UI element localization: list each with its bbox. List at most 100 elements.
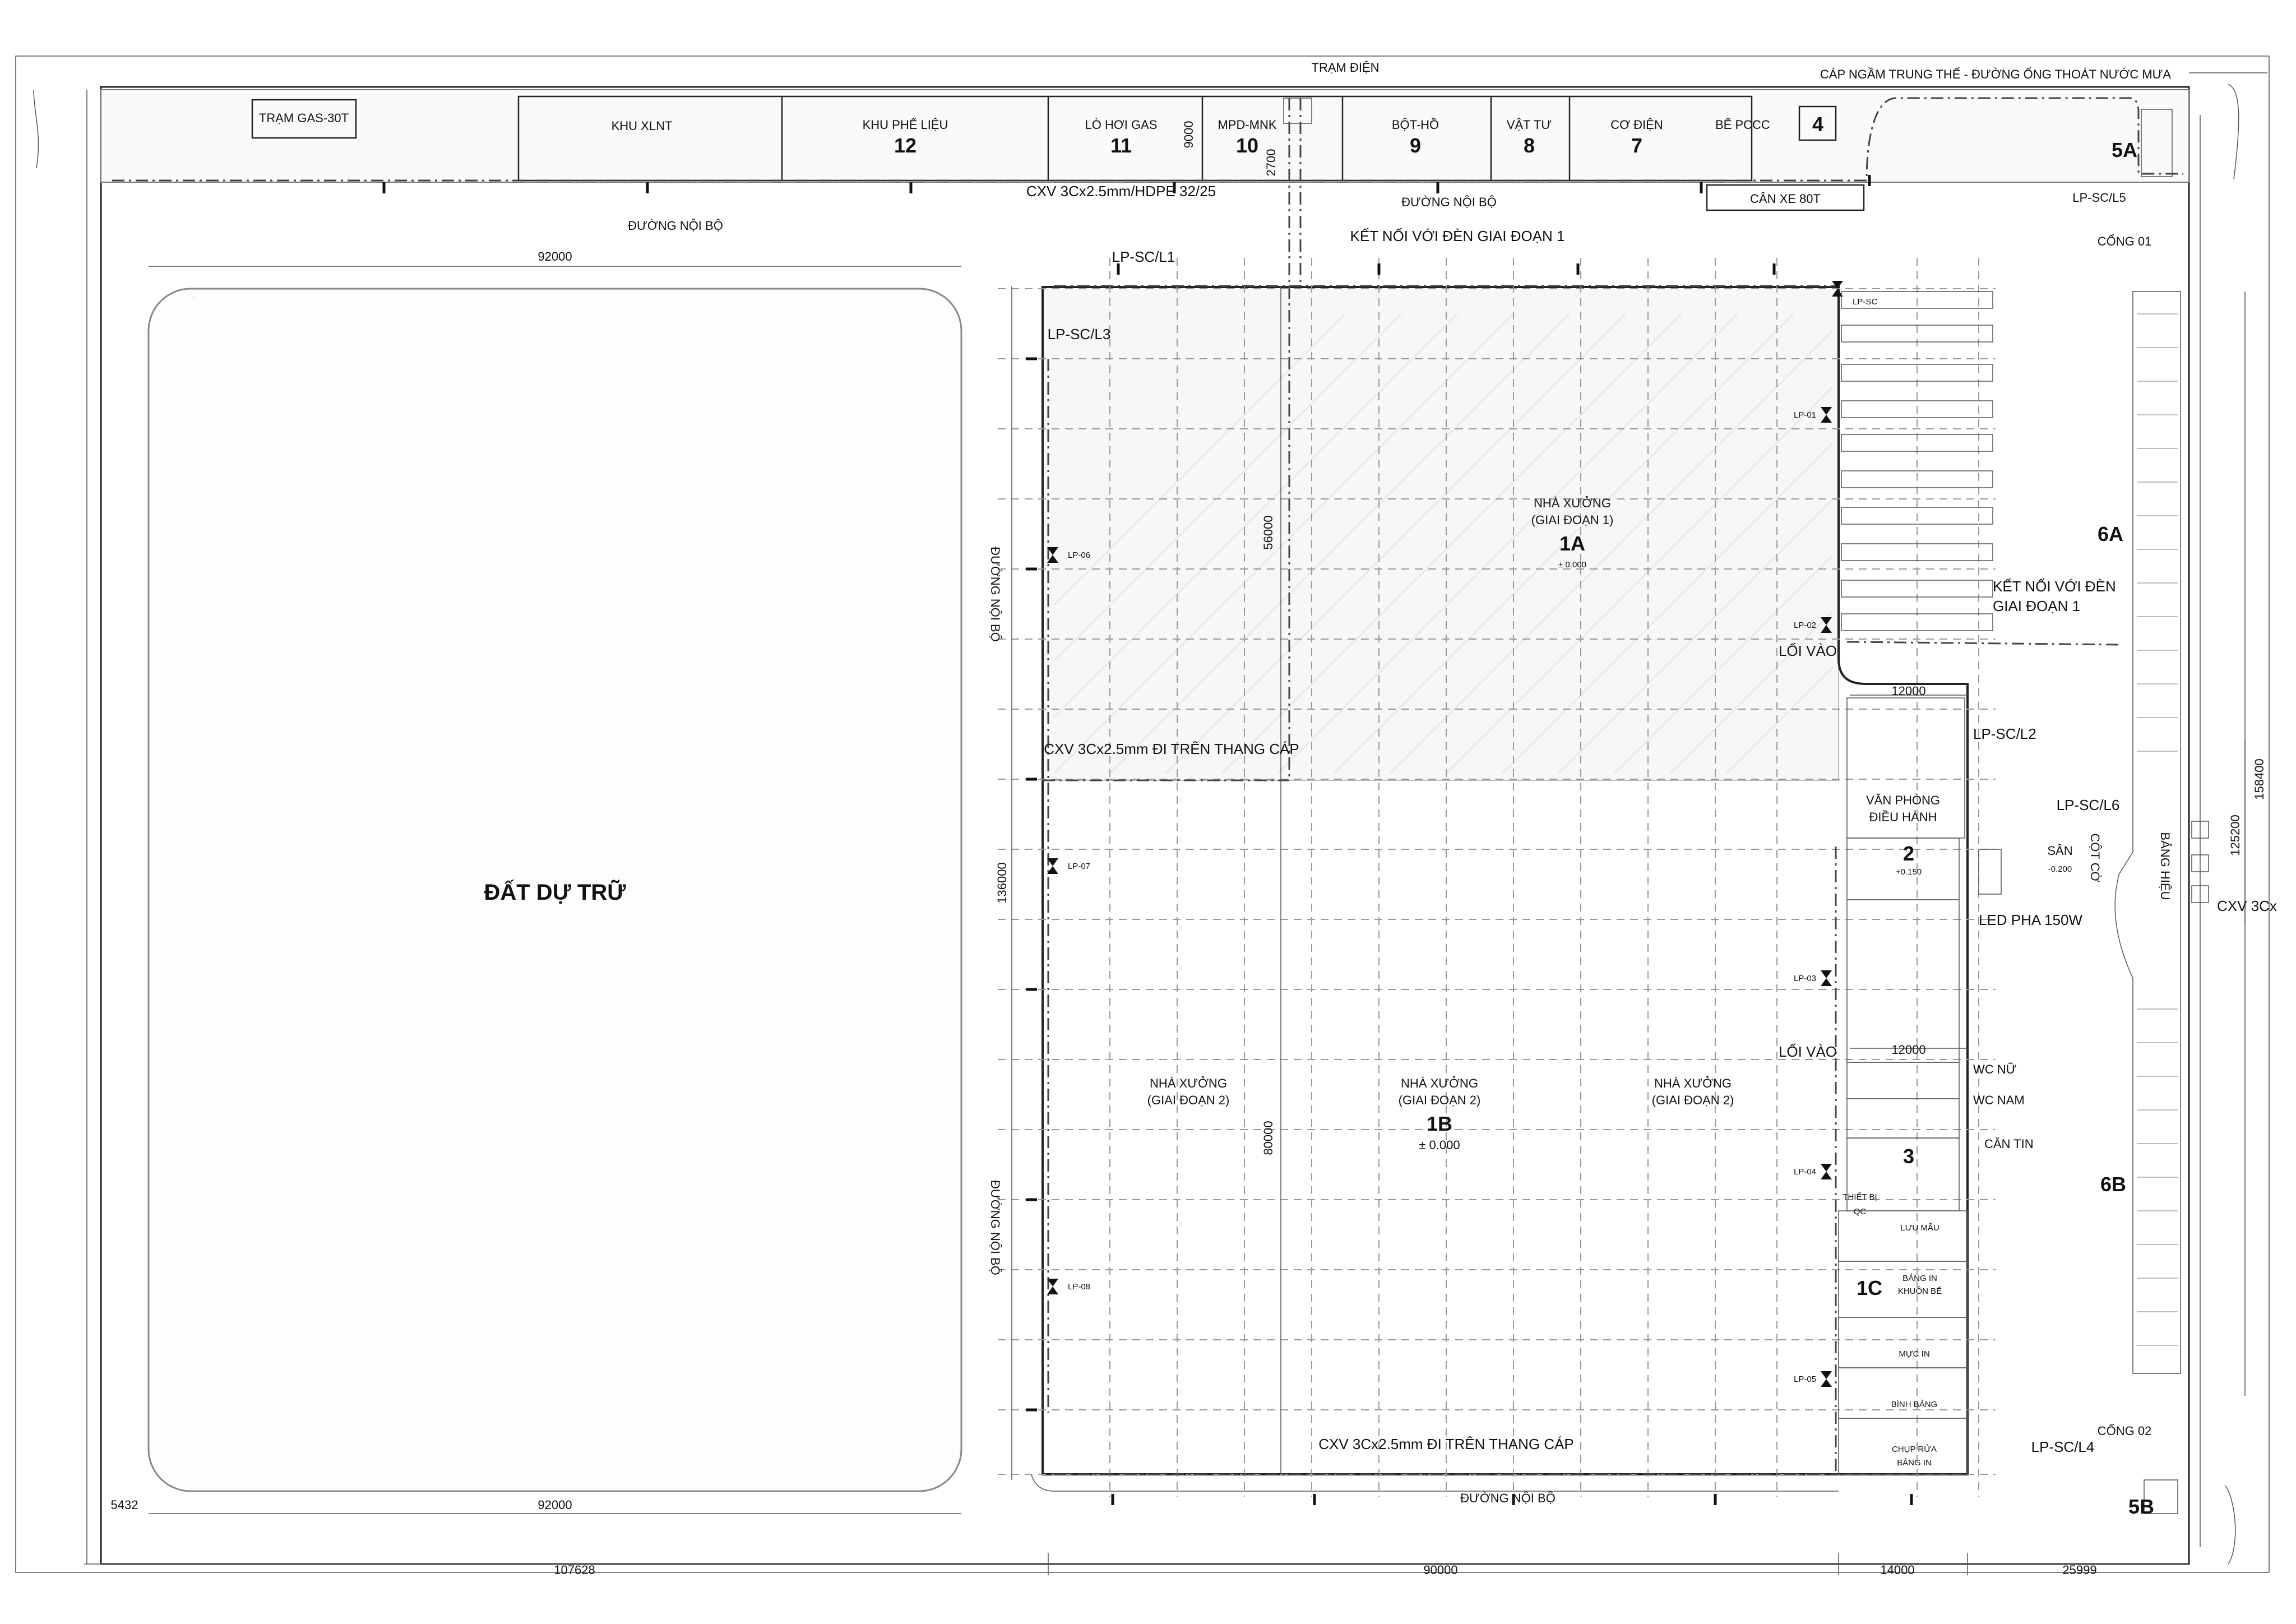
building-4-number: 4 (1812, 113, 1823, 136)
dim-14000: 14000 (1880, 1563, 1914, 1577)
cable-cut-label: CXV 3Cx (2217, 897, 2277, 914)
panel-lp-01: LP-01 (1794, 410, 1816, 420)
panel-lp-sc-l4: LP-SC/L4 (2031, 1438, 2095, 1455)
dim-56000: 56000 (1261, 515, 1275, 549)
panel-lp-sc-l6: LP-SC/L6 (2057, 797, 2120, 813)
dim-9000: 9000 (1182, 121, 1196, 149)
panel-lp-05: LP-05 (1794, 1375, 1816, 1384)
cable-tray-label-bottom: CXV 3Cx2.5mm ĐI TRÊN THANG CÁP (1318, 1436, 1574, 1452)
panel-lp-sc-l3: LP-SC/L3 (1048, 326, 1111, 343)
qc-equipment-label: THIẾT BỊ (1843, 1192, 1877, 1202)
panel-lp-02: LP-02 (1794, 621, 1816, 630)
dim-92000-top: 92000 (538, 249, 572, 263)
gas-station-label: TRẠM GAS-30T (259, 111, 349, 125)
dim-5432: 5432 (111, 1498, 138, 1512)
panel-lp-04: LP-04 (1794, 1167, 1816, 1177)
plate-tank-label: BÌNH BẢNG (1891, 1400, 1938, 1409)
factory-1b-right-phase: (GIAI ĐOẠN 2) (1652, 1093, 1734, 1107)
sample-storage-label: LƯU MẪU (1900, 1223, 1939, 1233)
phase1-connection-right-1: KẾT NỐI VỚI ĐÈN (1993, 578, 2116, 595)
dim-107628: 107628 (554, 1563, 595, 1577)
building-12-number: 12 (894, 134, 916, 157)
reserve-land (147, 288, 962, 1492)
building-6b-number: 6B (2100, 1173, 2126, 1196)
building-5b-number: 5B (2128, 1495, 2154, 1518)
office-blocks (1838, 697, 2002, 1475)
signboard-label: BẢNG HIỆU (2158, 832, 2172, 900)
ink-label: MỰC IN (1899, 1349, 1929, 1359)
plate-wash-label-2: BẢNG IN (1897, 1458, 1932, 1468)
mpd-label: MPD-MNK (1218, 118, 1276, 132)
dim-136000: 136000 (995, 862, 1009, 903)
level-1a: ± 0.000 (1558, 560, 1586, 570)
loading-docks (1841, 291, 1993, 631)
panel-lp-06: LP-06 (1068, 550, 1090, 560)
building-6a-number: 6A (2098, 522, 2123, 545)
materials-label: VẬT TƯ (1507, 118, 1552, 132)
internal-road-top-right: ĐƯỜNG NỘI BỘ (1401, 195, 1497, 209)
powder-label: BỘT-HỒ (1392, 118, 1439, 132)
yard-label: SÂN (2047, 844, 2072, 858)
panel-lp-sc-l5: LP-SC/L5 (2072, 191, 2126, 205)
substation-label: TRẠM ĐIỆN (1312, 61, 1380, 75)
reserve-land-label: ĐẤT DỰ TRỮ (484, 879, 626, 905)
building-2-number: 2 (1903, 842, 1914, 865)
panel-symbols (1047, 281, 1843, 1387)
panel-lp-sc-l1: LP-SC/L1 (1112, 248, 1175, 265)
die-cut-label: KHUÔN BẾ (1898, 1287, 1942, 1296)
electromech-label: CƠ ĐIỆN (1610, 118, 1663, 132)
wastewater-label: KHU XLNT (612, 119, 673, 133)
building-1b-number: 1B (1427, 1112, 1452, 1135)
underground-cable-label: CÁP NGẦM TRUNG THẾ - ĐƯỜNG ỐNG THOÁT NƯỚ… (1820, 67, 2172, 81)
building-1c-number: 1C (1857, 1276, 1882, 1299)
panel-lp-07: LP-07 (1068, 862, 1090, 871)
factory-1a-phase: (GIAI ĐOẠN 1) (1531, 513, 1614, 527)
dimension-lines (84, 266, 2246, 1575)
gate-02-label: CỔNG 02 (2098, 1424, 2152, 1438)
building-8-number: 8 (1524, 134, 1535, 157)
panel-lp-sc-l2: LP-SC/L2 (1973, 725, 2036, 742)
gas-boiler-label: LÒ HƠI GAS (1085, 118, 1158, 132)
building-11-number: 11 (1110, 134, 1132, 157)
dim-12000-upper: 12000 (1891, 684, 1925, 698)
panel-lp-08: LP-08 (1068, 1282, 1090, 1292)
scrap-area-label: KHU PHẾ LIỆU (863, 118, 948, 132)
phase1-connection-right-2: GIAI ĐOẠN 1 (1993, 598, 2080, 614)
internal-road-bottom: ĐƯỜNG NỘI BỘ (1460, 1491, 1556, 1505)
pole-markers (1026, 263, 1913, 1505)
wc-female-label: WC NỮ (1973, 1062, 2016, 1076)
fire-tank-label: BỂ PCCC (1715, 118, 1770, 132)
internal-road-top-left: ĐƯỜNG NỘI BỘ (628, 219, 723, 233)
entrance-lower: LỐI VÀO (1779, 1043, 1837, 1060)
dim-12000-lower: 12000 (1891, 1043, 1925, 1057)
led-flood-label: LED PHA 150W (1979, 912, 2082, 928)
dim-125200: 125200 (2228, 815, 2242, 855)
building-3-number: 3 (1903, 1145, 1914, 1168)
factory-1b-right-label: NHÀ XƯỞNG (1654, 1076, 1732, 1090)
cable-tray-routes (1043, 98, 2119, 1475)
entrance-upper: LỐI VÀO (1779, 642, 1837, 659)
dim-158400: 158400 (2252, 758, 2266, 799)
building-9-number: 9 (1410, 134, 1421, 157)
factory-1b-left-phase: (GIAI ĐOẠN 2) (1147, 1093, 1230, 1107)
level-2: +0.150 (1896, 867, 1922, 877)
qc-label: QC (1854, 1207, 1867, 1216)
cable-tray-label-top: CXV 3Cx2.5mm ĐI TRÊN THANG CÁP (1044, 741, 1299, 757)
office-label-2: ĐIỀU HÀNH (1869, 810, 1937, 824)
panel-lp-03: LP-03 (1794, 974, 1816, 983)
building-1a-number: 1A (1559, 532, 1585, 555)
drawing-text: TRẠM ĐIỆN CÁP NGẦM TRUNG THẾ - ĐƯỜNG ỐNG… (111, 61, 2277, 1577)
dim-80000: 80000 (1261, 1121, 1275, 1155)
wc-male-label: WC NAM (1973, 1093, 2025, 1107)
dim-92000-bottom: 92000 (538, 1498, 572, 1512)
panel-lp-sc: LP-SC (1853, 297, 1877, 307)
gate-01-label: CỔNG 01 (2098, 234, 2152, 248)
pole-markers-top (382, 175, 1871, 193)
print-plate-label: BẢNG IN (1902, 1274, 1937, 1283)
factory-1b-left-label: NHÀ XƯỞNG (1150, 1076, 1227, 1090)
factory-1a-label: NHÀ XƯỞNG (1534, 496, 1611, 510)
dim-90000: 90000 (1423, 1563, 1457, 1577)
phase1-connection-top: KẾT NỐI VỚI ĐÈN GIAI ĐOẠN 1 (1350, 228, 1564, 244)
factory-building (1031, 286, 1969, 1492)
